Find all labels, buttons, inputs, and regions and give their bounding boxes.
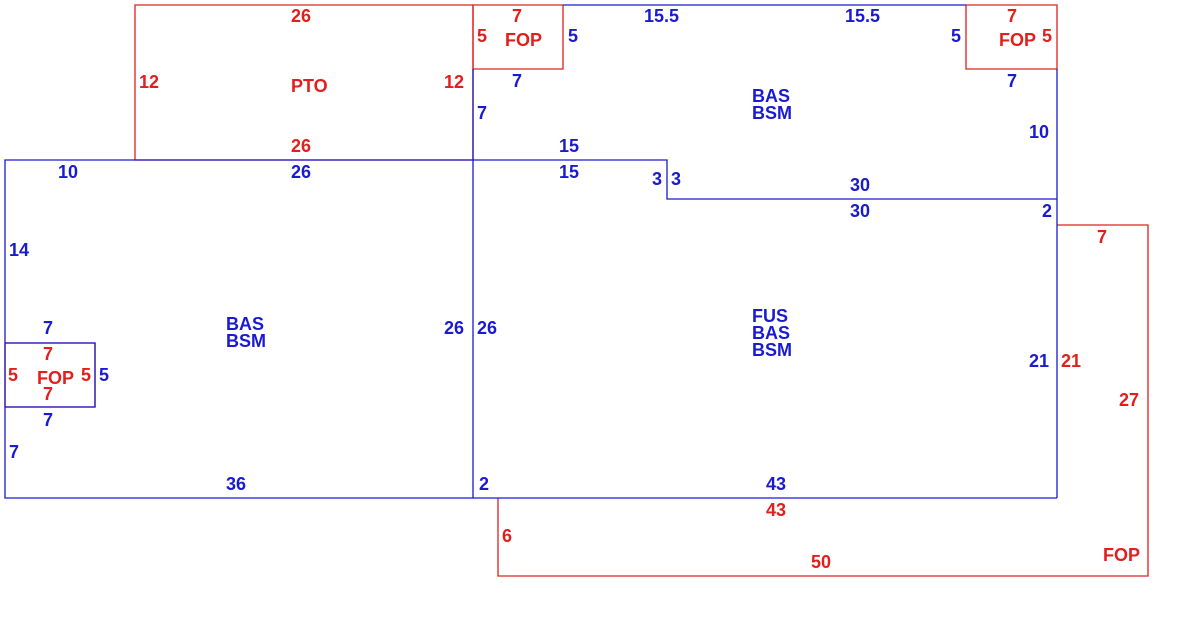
- upper-right-code-1: BAS: [752, 86, 790, 106]
- dim-label: 7: [43, 384, 53, 404]
- area-labels: PTO FOP FOP FOP FOP BAS BSM BAS BSM FUS …: [37, 30, 1140, 565]
- fop-top-left-outline: [472, 4, 564, 70]
- dim-label: 21: [1029, 351, 1049, 371]
- dim-label: 7: [43, 344, 53, 364]
- dim-label: 7: [512, 71, 522, 91]
- step-line: [473, 159, 1057, 200]
- pto-label: PTO: [291, 76, 328, 96]
- dim-label: 36: [226, 474, 246, 494]
- dim-label: 5: [568, 26, 578, 46]
- dim-label: 6: [502, 526, 512, 546]
- dim-label: 30: [850, 201, 870, 221]
- dim-label: 10: [1029, 122, 1049, 142]
- center-code-3: BSM: [752, 340, 792, 360]
- dim-label: 7: [1007, 6, 1017, 26]
- dim-label: 43: [766, 500, 786, 520]
- dim-label: 26: [444, 318, 464, 338]
- dim-label: 43: [766, 474, 786, 494]
- dim-label: 30: [850, 175, 870, 195]
- fop-left-label: FOP: [37, 368, 74, 388]
- dim-label: 5: [99, 365, 109, 385]
- dim-label: 3: [671, 169, 681, 189]
- red-outlines: [4, 4, 1149, 577]
- dim-label: 2: [1042, 201, 1052, 221]
- dim-label: 15.5: [845, 6, 880, 26]
- dim-label: 12: [139, 72, 159, 92]
- fop-top-left-label: FOP: [505, 30, 542, 50]
- dim-label: 7: [9, 442, 19, 462]
- dim-label: 27: [1119, 390, 1139, 410]
- dim-label: 12: [444, 72, 464, 92]
- dim-label: 7: [1007, 71, 1017, 91]
- center-code-1: FUS: [752, 306, 788, 326]
- dim-label: 7: [512, 6, 522, 26]
- dim-label: 7: [43, 318, 53, 338]
- dim-label: 26: [477, 318, 497, 338]
- upper-right-code-2: BSM: [752, 103, 792, 123]
- dim-label: 15: [559, 136, 579, 156]
- center-code-2: BAS: [752, 323, 790, 343]
- dim-label: 5: [477, 26, 487, 46]
- dim-label: 5: [1042, 26, 1052, 46]
- fop-bottom-label: FOP: [1103, 545, 1140, 565]
- blue-outlines: [4, 4, 1058, 499]
- dim-label: 15: [559, 162, 579, 182]
- dim-label: 15.5: [644, 6, 679, 26]
- left-code-1: BAS: [226, 314, 264, 334]
- dim-label: 50: [811, 552, 831, 572]
- dim-label: 7: [1097, 227, 1107, 247]
- left-code-2: BSM: [226, 331, 266, 351]
- dim-label: 5: [951, 26, 961, 46]
- dim-label: 26: [291, 162, 311, 182]
- dim-label: 5: [81, 365, 91, 385]
- left-fop-blue-right: [5, 342, 96, 408]
- dim-label: 14: [9, 240, 29, 260]
- dim-label: 10: [58, 162, 78, 182]
- dim-label: 7: [477, 103, 487, 123]
- dim-label: 26: [291, 136, 311, 156]
- dim-label: 26: [291, 6, 311, 26]
- dim-label: 3: [652, 169, 662, 189]
- dim-label: 2: [479, 474, 489, 494]
- fop-top-right-label: FOP: [999, 30, 1036, 50]
- dim-label: 7: [43, 410, 53, 430]
- fop-bottom-outline: [497, 224, 1149, 577]
- dim-label: 5: [8, 365, 18, 385]
- dimension-labels: 26 12 12 26 7 5 5 15.5 15.5 7 5 5 7 7 7 …: [8, 6, 1139, 572]
- dim-label: 21: [1061, 351, 1081, 371]
